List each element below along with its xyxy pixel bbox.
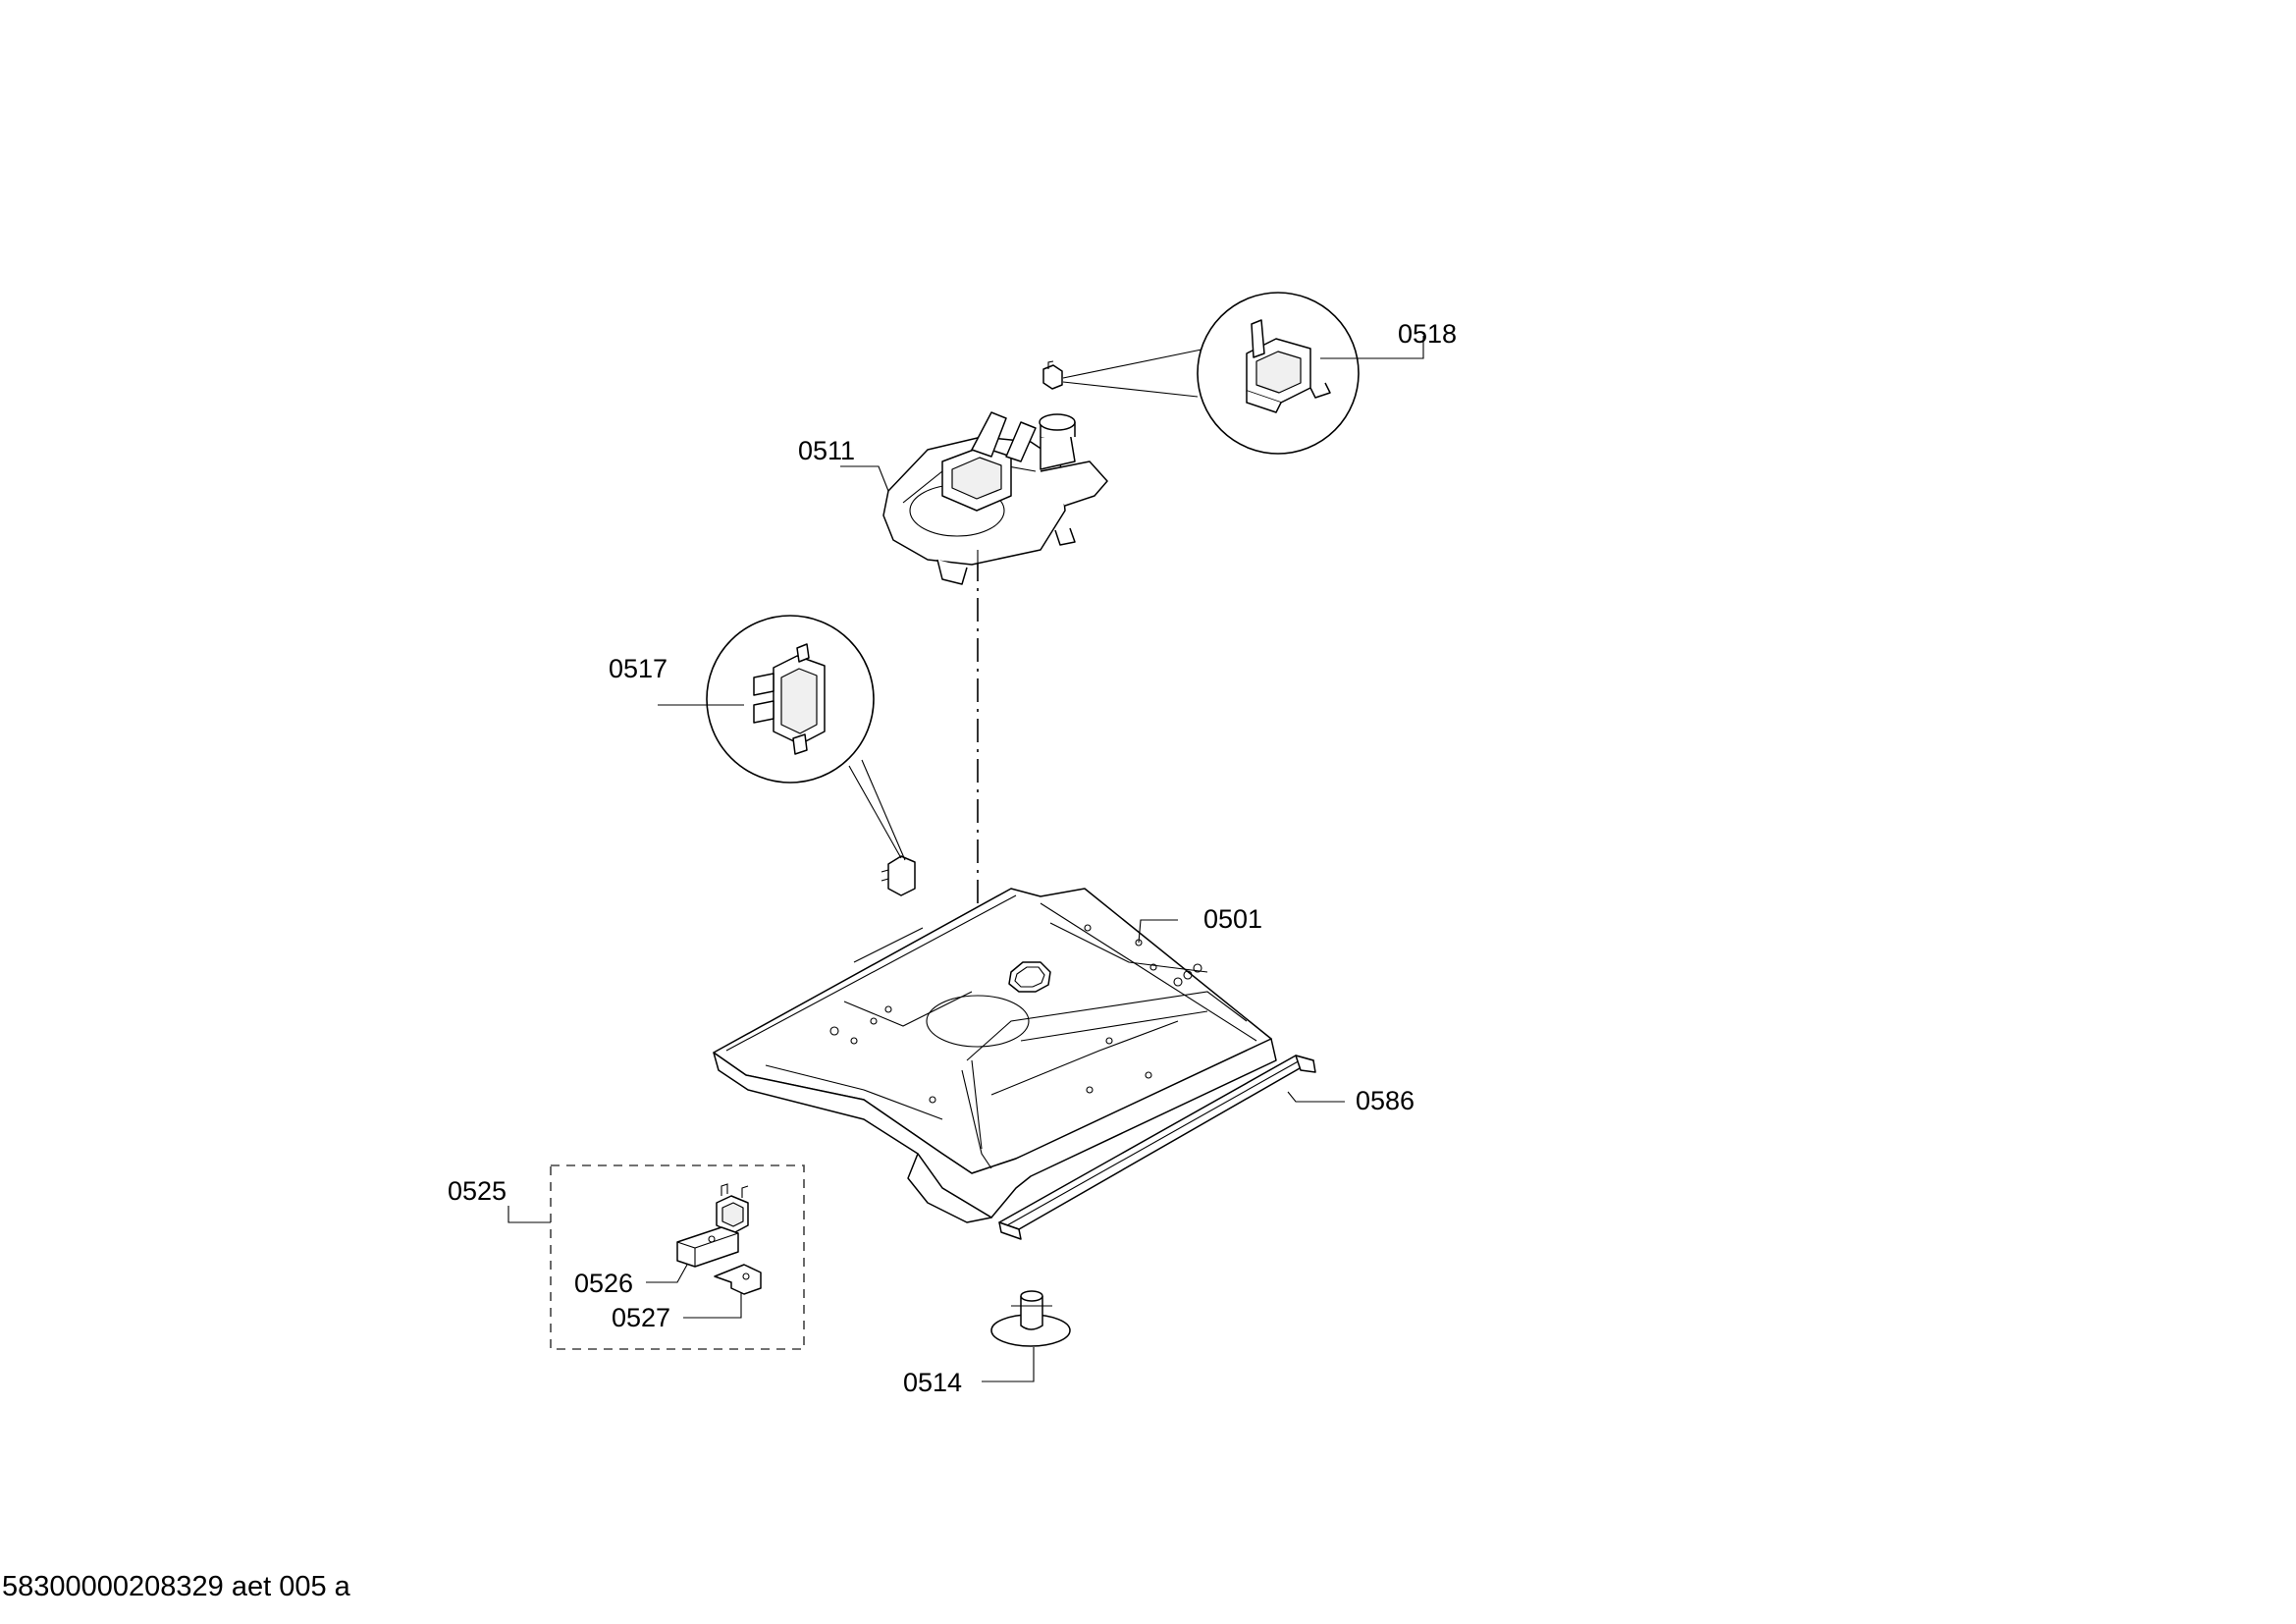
leader-line-0511 — [840, 465, 889, 492]
callout-line-0517-a — [848, 765, 902, 859]
leader-line-0514 — [982, 1347, 1035, 1382]
part-label-0511: 0511 — [798, 436, 855, 465]
leader-line-0527 — [683, 1292, 742, 1319]
switch-0517-detail — [753, 643, 826, 755]
leader-line-0501 — [1138, 919, 1178, 944]
magnify-circle-0518 — [1197, 292, 1360, 455]
terminal-block-0526-part — [676, 1226, 739, 1268]
part-label-0525: 0525 — [448, 1176, 507, 1206]
base-plate-part — [713, 888, 1277, 1223]
part-label-0514: 0514 — [903, 1368, 962, 1397]
part-label-0518: 0518 — [1398, 319, 1457, 349]
magnify-circle-0517 — [706, 615, 875, 784]
part-label-0526: 0526 — [574, 1269, 633, 1298]
part-label-0517: 0517 — [609, 654, 667, 683]
part-label-0501: 0501 — [1203, 904, 1262, 934]
coupling-0514-part — [990, 1290, 1071, 1347]
leader-line-0526 — [646, 1264, 688, 1283]
callout-line-0517-b — [861, 759, 906, 861]
thermostat-0518-detail — [1246, 319, 1331, 413]
leader-line-0586 — [1287, 1091, 1345, 1103]
base-plate-holes — [829, 924, 1202, 1104]
leader-line-0518 — [1320, 336, 1424, 359]
callout-line-0518-b — [1062, 381, 1199, 398]
part-label-0586: 0586 — [1356, 1086, 1415, 1115]
leader-line-0525 — [507, 1206, 551, 1223]
rail-strip-part — [998, 1055, 1316, 1240]
callout-line-0518-a — [1062, 349, 1202, 379]
thermostat-0525-part — [716, 1183, 749, 1234]
group-box-0525 — [550, 1164, 805, 1350]
document-id: 58300000208329 aet 005 a — [2, 1571, 351, 1602]
fan-motor-part — [882, 411, 1108, 585]
switch-0517-part — [881, 855, 916, 896]
thermostat-0518-part — [1042, 360, 1063, 390]
part-label-0527: 0527 — [612, 1303, 670, 1332]
bracket-0527-part — [714, 1264, 762, 1295]
